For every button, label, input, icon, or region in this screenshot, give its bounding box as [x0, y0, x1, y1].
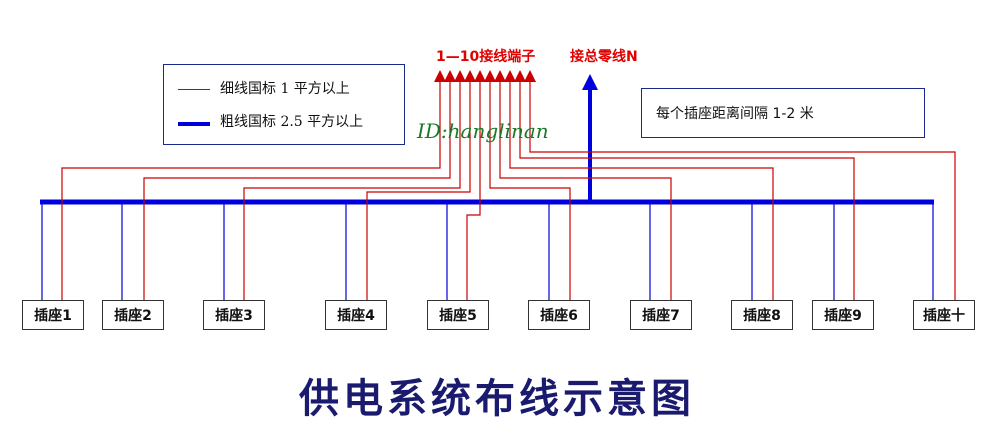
terminal-arrow-2: [444, 70, 456, 82]
terminal-arrow-6: [484, 70, 496, 82]
live-wire-3: [243, 82, 461, 300]
socket-7: 插座7: [630, 300, 692, 330]
socket-3: 插座3: [203, 300, 265, 330]
terminal-arrow-10: [524, 70, 536, 82]
terminals-label: 1—10接线端子: [436, 49, 536, 65]
live-wire-1: [61, 82, 441, 300]
terminal-arrow-8: [504, 70, 516, 82]
watermark-id: ID:hanglinan: [417, 119, 549, 143]
terminal-arrow-9: [514, 70, 526, 82]
spacing-note: 每个插座距离间隔 1-2 米: [641, 88, 925, 138]
terminal-arrow-4: [464, 70, 476, 82]
legend: 细线国标 1 平方以上 粗线国标 2.5 平方以上: [163, 64, 405, 145]
socket-6: 插座6: [528, 300, 590, 330]
live-wire-5: [466, 82, 481, 300]
terminal-arrow-5: [474, 70, 486, 82]
legend-thin-line-swatch: [178, 89, 210, 90]
live-wire-8: [509, 82, 774, 300]
legend-thin-label: 细线国标 1 平方以上: [220, 81, 350, 97]
socket-2: 插座2: [102, 300, 164, 330]
live-wire-7: [499, 82, 672, 300]
legend-thick-line-swatch: [178, 122, 210, 126]
socket-9: 插座9: [812, 300, 874, 330]
terminal-arrow-3: [454, 70, 466, 82]
spacing-note-text: 每个插座距离间隔 1-2 米: [656, 106, 814, 122]
live-wire-4: [366, 82, 471, 300]
live-wire-9: [519, 82, 855, 300]
live-wire-2: [143, 82, 451, 300]
terminal-arrow-7: [494, 70, 506, 82]
socket-1: 插座1: [22, 300, 84, 330]
live-wire-6: [489, 82, 571, 300]
diagram-title: 供电系统布线示意图: [299, 375, 695, 422]
socket-5: 插座5: [427, 300, 489, 330]
socket-10: 插座十: [913, 300, 975, 330]
neutral-arrow: [582, 74, 598, 90]
socket-4: 插座4: [325, 300, 387, 330]
legend-thick-label: 粗线国标 2.5 平方以上: [220, 114, 364, 130]
live-wire-10: [529, 82, 956, 300]
socket-8: 插座8: [731, 300, 793, 330]
terminal-arrow-1: [434, 70, 446, 82]
neutral-label: 接总零线N: [570, 49, 638, 65]
